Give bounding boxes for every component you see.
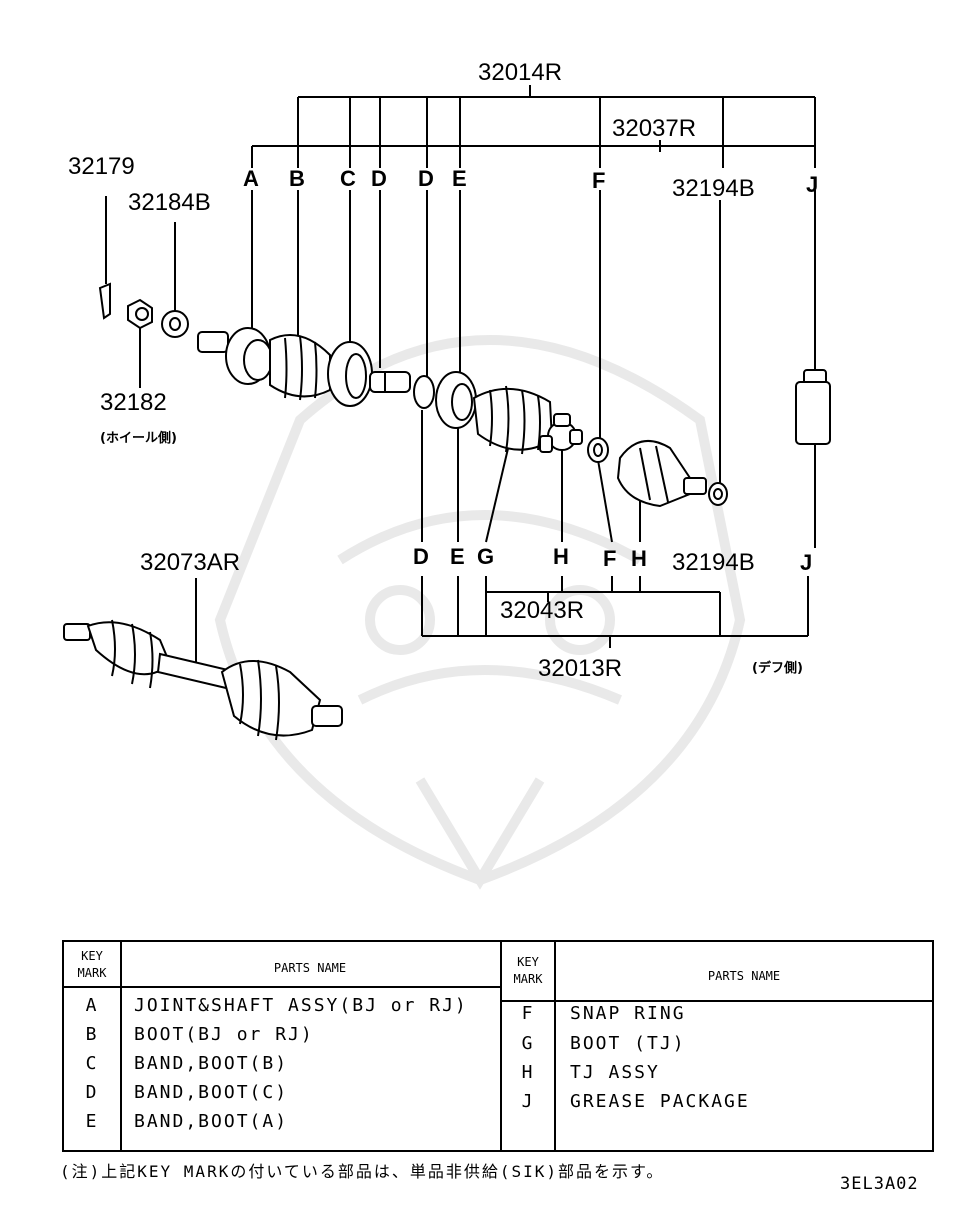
- key-mark-top-A: A: [243, 166, 259, 191]
- key-mark-top-C: C: [340, 166, 356, 191]
- spider-H: [539, 413, 583, 453]
- part-number-32179: 32179: [68, 153, 135, 180]
- header-key-line1: KEY: [81, 949, 103, 963]
- right-key-header: KEY MARK: [500, 954, 556, 988]
- seal-ring-32194B: [708, 482, 728, 506]
- key-mark-top-F: F: [592, 168, 605, 193]
- row-key: E: [85, 1111, 99, 1132]
- right-key-column: [500, 942, 556, 1150]
- row-key: F: [521, 1003, 535, 1024]
- row-part-name: BAND,BOOT(B): [134, 1053, 289, 1074]
- row-key: J: [521, 1091, 535, 1112]
- snap-ring-F: [587, 437, 609, 463]
- row-key: D: [85, 1082, 99, 1103]
- washer-32184B: [161, 310, 189, 338]
- key-mark-bottom-F: F: [603, 546, 616, 571]
- row-part-name: BAND,BOOT(A): [134, 1111, 289, 1132]
- left-key-header: KEY MARK: [64, 948, 120, 982]
- row-part-name: TJ ASSY: [570, 1062, 660, 1083]
- left-key-column: [64, 942, 122, 1150]
- key-mark-bottom-D: D: [413, 544, 429, 569]
- part-number-32073AR: 32073AR: [140, 549, 240, 576]
- row-part-name: SNAP RING: [570, 1003, 686, 1024]
- row-key: B: [85, 1024, 99, 1045]
- right-parts-name-header: PARTS NAME: [707, 969, 781, 983]
- row-part-name: JOINT&SHAFT ASSY(BJ or RJ): [134, 995, 468, 1016]
- part-number-32184B: 32184B: [128, 189, 211, 216]
- watermark-emblem: [214, 335, 746, 890]
- drive-shaft-assembly-32073AR: [63, 619, 343, 741]
- note-wheel-side: (ホイール側): [100, 430, 177, 446]
- shaft-end-D: [369, 371, 411, 393]
- row-part-name: BOOT(BJ or RJ): [134, 1024, 314, 1045]
- part-number-32182: 32182: [100, 389, 167, 416]
- left-header-divider: [64, 986, 500, 988]
- parts-name-table: KEY MARK PARTS NAME KEY MARK PARTS NAME …: [62, 940, 934, 1152]
- key-mark-top-D2: D: [418, 166, 434, 191]
- row-part-name: BAND,BOOT(C): [134, 1082, 289, 1103]
- part-number-32014R: 32014R: [478, 59, 562, 86]
- left-parts-name-header: PARTS NAME: [273, 961, 347, 975]
- key-mark-bottom-H2: H: [631, 546, 647, 571]
- part-number-32013R: 32013R: [538, 655, 622, 682]
- grease-package-J: [795, 369, 831, 445]
- part-number-32194B-bottom: 32194B: [672, 549, 755, 576]
- key-mark-bottom-G: G: [477, 544, 494, 569]
- header-key-line2: MARK: [77, 966, 107, 980]
- tj-housing-H: [616, 439, 707, 508]
- row-key: C: [85, 1053, 99, 1074]
- nut-32182: [127, 298, 153, 330]
- key-mark-top-J: J: [806, 172, 818, 197]
- row-part-name: GREASE PACKAGE: [570, 1091, 750, 1112]
- footnote: (注)上記KEY MARKの付いている部品は、単品非供給(SIK)部品を示す。: [60, 1162, 665, 1181]
- part-number-32037R: 32037R: [612, 115, 696, 142]
- right-header-divider: [500, 1000, 932, 1002]
- exploded-parts-diagram: 32014R 32037R 32179 32184B 32194B 32182 …: [63, 59, 831, 890]
- part-number-32194B-top: 32194B: [672, 175, 755, 202]
- header-key-line1-right: KEY: [517, 955, 539, 969]
- band-boot-C: [327, 341, 373, 407]
- figure-code: 3EL3A02: [840, 1174, 919, 1194]
- bracket-32043R: [457, 576, 720, 636]
- key-mark-top-D1: D: [371, 166, 387, 191]
- leader-lines-top: [105, 190, 816, 484]
- band-boot-D: [413, 375, 435, 409]
- row-key: A: [85, 995, 99, 1016]
- key-mark-bottom-E: E: [450, 544, 465, 569]
- row-key: H: [521, 1062, 535, 1083]
- key-mark-bottom-H1: H: [553, 544, 569, 569]
- header-key-line2-right: MARK: [513, 972, 543, 986]
- part-number-32043R: 32043R: [500, 597, 584, 624]
- bracket-32037R: [251, 140, 815, 168]
- bracket-32014R: [297, 85, 816, 168]
- cotter-pin-32179: [98, 282, 111, 320]
- band-boot-E: [435, 371, 477, 429]
- left-name-column: [64, 942, 502, 1150]
- boot-B: [269, 334, 331, 401]
- row-part-name: BOOT (TJ): [570, 1033, 686, 1054]
- bracket-32013R: [421, 576, 809, 648]
- key-mark-bottom-J: J: [800, 550, 812, 575]
- row-key: G: [521, 1033, 535, 1054]
- note-diff-side: (デフ側): [752, 660, 803, 676]
- joint-shaft-assy-A: [197, 327, 273, 385]
- key-mark-top-B: B: [289, 166, 305, 191]
- key-mark-top-E: E: [452, 166, 467, 191]
